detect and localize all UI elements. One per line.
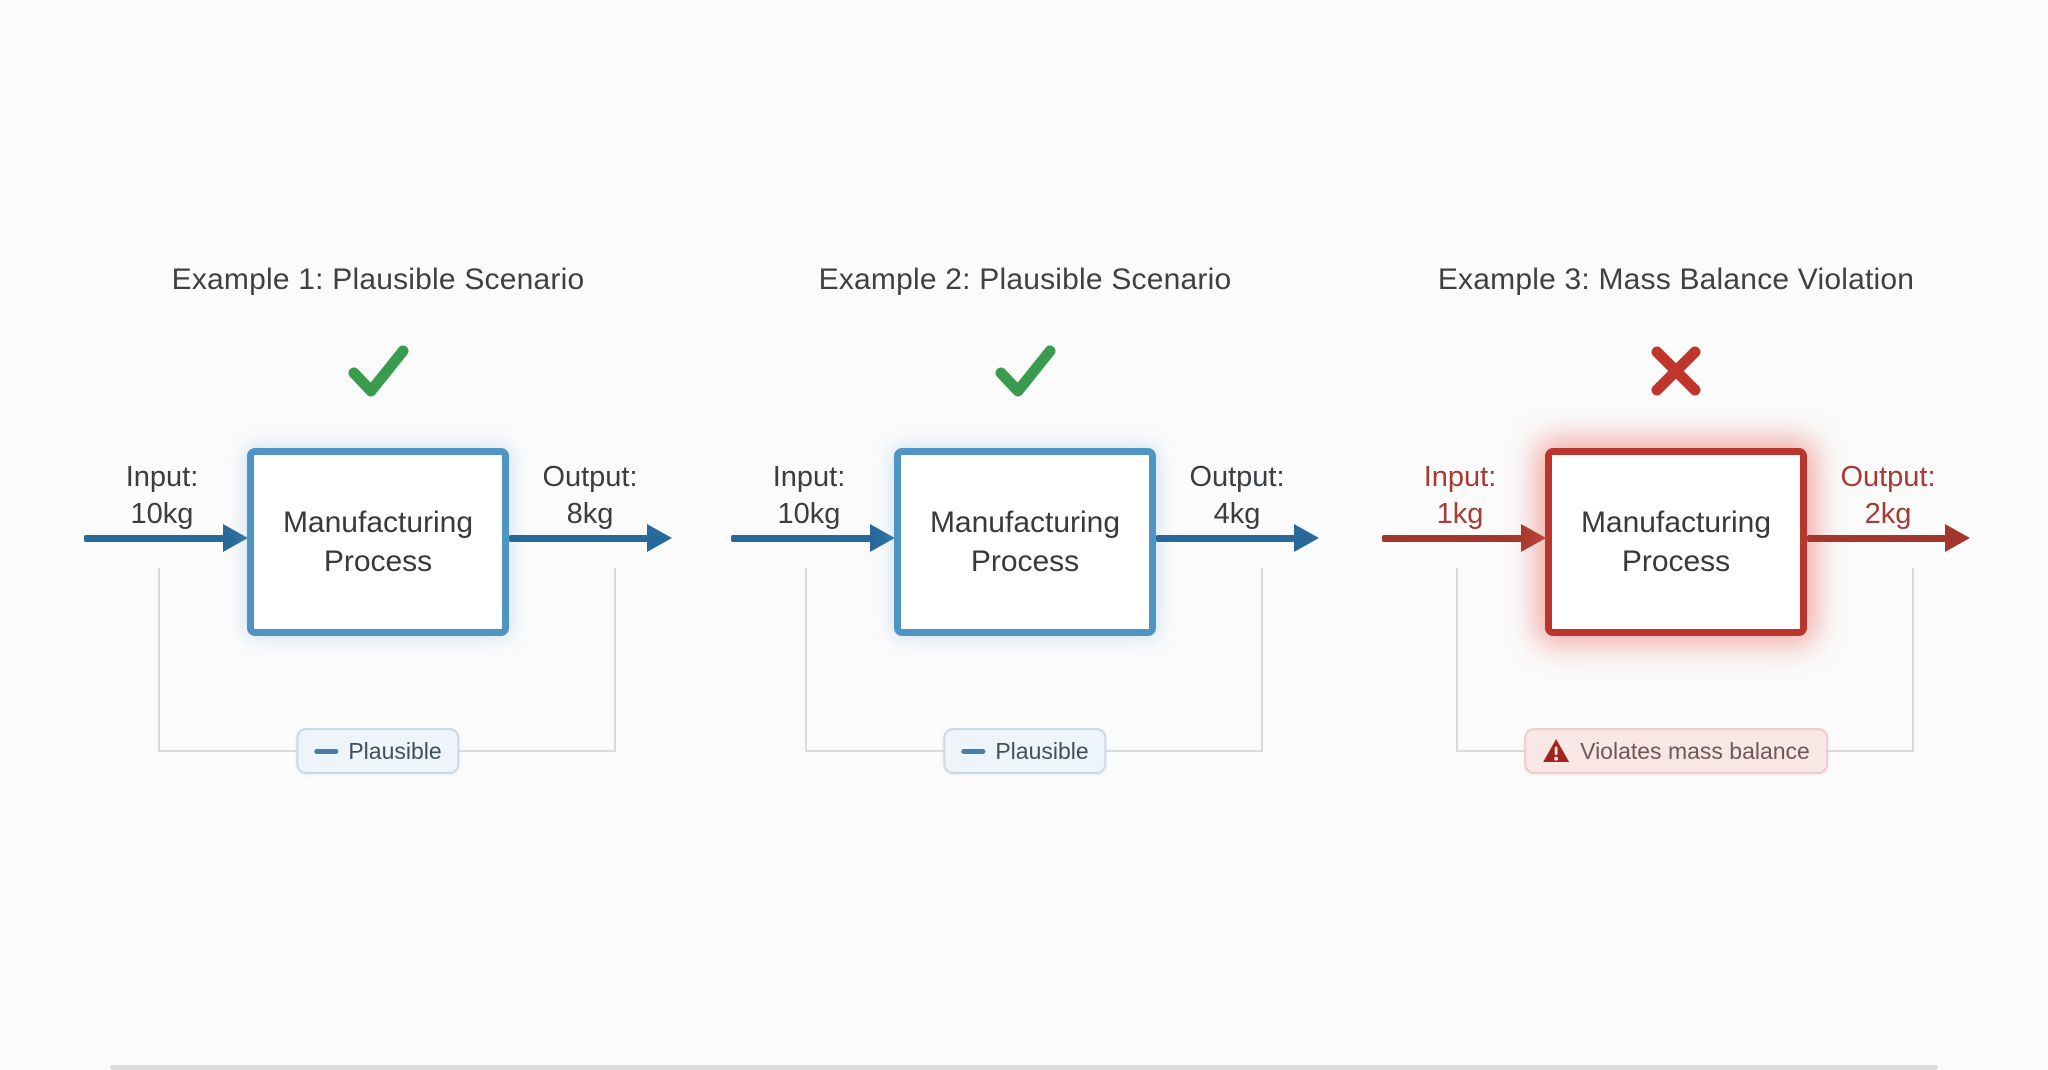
output-label: Output: 2kg — [1798, 459, 1978, 533]
dash-icon — [961, 748, 986, 754]
status-badge: Plausible — [296, 728, 460, 774]
process-box: Manufacturing Process — [1545, 448, 1807, 636]
example-1-title: Example 1: Plausible Scenario — [171, 263, 585, 296]
input-arrow-shaft — [1382, 535, 1523, 542]
x-icon — [1651, 346, 1701, 396]
process-box-line1: Manufacturing — [1580, 506, 1772, 539]
output-arrow-shaft — [509, 535, 648, 542]
input-value-text: 1kg — [1436, 498, 1484, 530]
process-box-line2: Process — [1621, 545, 1731, 578]
output-arrow-shaft — [1156, 535, 1295, 542]
output-label-text: Output: — [1189, 461, 1285, 493]
input-label: Input: 10kg — [72, 459, 252, 533]
example-1-panel: Example 1: Plausible Scenario Input: 10k… — [54, 0, 702, 1070]
check-icon — [54, 340, 702, 402]
output-arrow-head — [647, 524, 672, 552]
dash-icon — [314, 748, 339, 754]
input-label: Input: 10kg — [719, 459, 899, 533]
example-3-title: Example 3: Mass Balance Violation — [1437, 263, 1915, 296]
input-label-text: Input: — [125, 461, 199, 493]
input-arrow-head — [870, 524, 895, 552]
process-box-line1: Manufacturing — [929, 506, 1121, 539]
output-value-text: 4kg — [1213, 498, 1261, 530]
badge-label: Plausible — [348, 737, 442, 764]
check-icon — [995, 345, 1056, 397]
check-icon — [701, 340, 1349, 402]
output-label-text: Output: — [1840, 461, 1936, 493]
input-label-text: Input: — [772, 461, 846, 493]
input-value-text: 10kg — [777, 498, 841, 530]
example-2-title: Example 2: Plausible Scenario — [818, 263, 1232, 296]
output-arrow-head — [1945, 524, 1970, 552]
input-arrow-head — [1521, 524, 1546, 552]
output-value-text: 2kg — [1864, 498, 1912, 530]
badge-label: Plausible — [995, 737, 1089, 764]
connector-line-right — [1261, 568, 1263, 752]
output-arrow-shaft — [1807, 535, 1946, 542]
process-box-line2: Process — [323, 545, 433, 578]
input-label-text: Input: — [1423, 461, 1497, 493]
output-label-text: Output: — [542, 461, 638, 493]
input-value-text: 10kg — [130, 498, 194, 530]
output-arrow-head — [1294, 524, 1319, 552]
connector-line-left — [805, 568, 807, 752]
process-box-line1: Manufacturing — [282, 506, 474, 539]
warning-triangle-icon — [1543, 739, 1570, 762]
output-value-text: 8kg — [566, 498, 614, 530]
x-icon — [1352, 340, 2000, 402]
status-badge: Violates mass balance — [1524, 728, 1828, 774]
output-label: Output: 8kg — [500, 459, 680, 533]
example-3-panel: Example 3: Mass Balance Violation Input:… — [1352, 0, 2000, 1070]
status-badge: Plausible — [943, 728, 1107, 774]
process-box: Manufacturing Process — [247, 448, 509, 636]
input-label: Input: 1kg — [1370, 459, 1550, 533]
check-icon — [348, 345, 409, 397]
bottom-edge-line — [110, 1065, 1938, 1070]
connector-line-left — [1456, 568, 1458, 752]
output-label: Output: 4kg — [1147, 459, 1327, 533]
process-box: Manufacturing Process — [894, 448, 1156, 636]
process-box-line2: Process — [970, 545, 1080, 578]
input-arrow-shaft — [731, 535, 872, 542]
example-2-panel: Example 2: Plausible Scenario Input: 10k… — [701, 0, 1349, 1070]
connector-line-left — [158, 568, 160, 752]
input-arrow-head — [223, 524, 248, 552]
connector-line-right — [1912, 568, 1914, 752]
input-arrow-shaft — [84, 535, 225, 542]
connector-line-right — [614, 568, 616, 752]
badge-label: Violates mass balance — [1580, 737, 1810, 764]
